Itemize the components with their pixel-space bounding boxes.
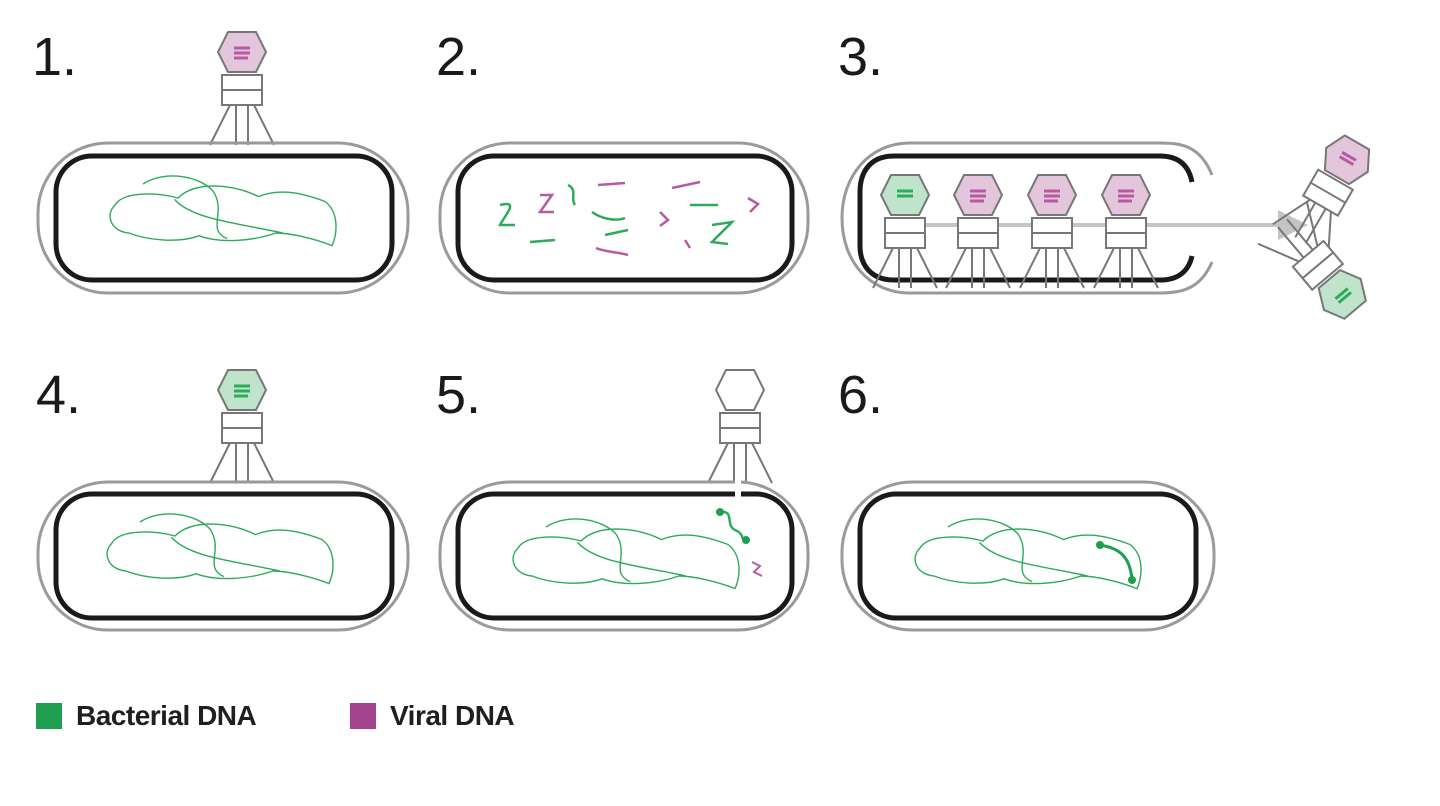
- released-phage-viral-dna: [1271, 129, 1379, 258]
- recombined-chromosome: [914, 518, 1142, 590]
- bacterium-cell-wall: [857, 491, 1199, 621]
- bacterial-dna-swatch: [36, 703, 62, 729]
- step-number-1: 1.: [32, 27, 77, 87]
- bacterium-cell-wall: [53, 491, 395, 621]
- bacterium-outer-membrane: [36, 141, 410, 295]
- step-6-panel: [840, 480, 1216, 632]
- new-phage-with-bacterial-dna: [872, 174, 938, 289]
- step-3-panel: [840, 129, 1379, 327]
- step-number-5: 5.: [436, 365, 481, 425]
- viral-dna-swatch: [350, 703, 376, 729]
- bacterium-outer-membrane: [438, 141, 810, 295]
- bacterium-cell-wall: [53, 153, 395, 283]
- bacterium-cell-wall: [455, 491, 795, 621]
- step-number-2: 2.: [436, 27, 481, 87]
- step-number-4: 4.: [36, 365, 81, 425]
- released-phage-bacterial-dna: [1256, 201, 1375, 327]
- step-2-panel: [438, 141, 810, 295]
- empty-phage-injecting: [707, 369, 773, 484]
- legend-bacterial-dna: Bacterial DNA: [36, 700, 257, 732]
- legend-label: Bacterial DNA: [76, 700, 257, 731]
- step-number-3: 3.: [838, 27, 883, 87]
- bacterial-chromosome: [109, 175, 337, 247]
- bacterium-outer-membrane: [840, 480, 1216, 632]
- bacterium-outer-membrane: [840, 141, 1214, 295]
- new-phage-with-viral-dna: [1019, 174, 1085, 289]
- fragmented-dna: [497, 180, 761, 257]
- bacterium-outer-membrane: [438, 480, 810, 632]
- step-5-panel: [438, 369, 810, 632]
- legend-viral-dna: Viral DNA: [350, 700, 515, 732]
- legend-label: Viral DNA: [390, 700, 515, 731]
- step-1-panel: [36, 31, 410, 295]
- new-phage-with-viral-dna: [945, 174, 1011, 289]
- bacterium-outer-membrane: [36, 480, 410, 632]
- transducing-phage-attaching: [209, 369, 275, 484]
- step-4-panel: [36, 369, 410, 632]
- step-number-6: 6.: [838, 365, 883, 425]
- new-phage-with-viral-dna: [1093, 174, 1159, 289]
- bacterium-cell-wall: [455, 153, 795, 283]
- phage-attaching: [209, 31, 275, 146]
- bacterial-chromosome: [512, 518, 740, 590]
- bacterial-chromosome: [106, 513, 334, 585]
- injected-dna-fragment: [716, 508, 763, 577]
- bacterium-cell-wall: [857, 153, 1195, 283]
